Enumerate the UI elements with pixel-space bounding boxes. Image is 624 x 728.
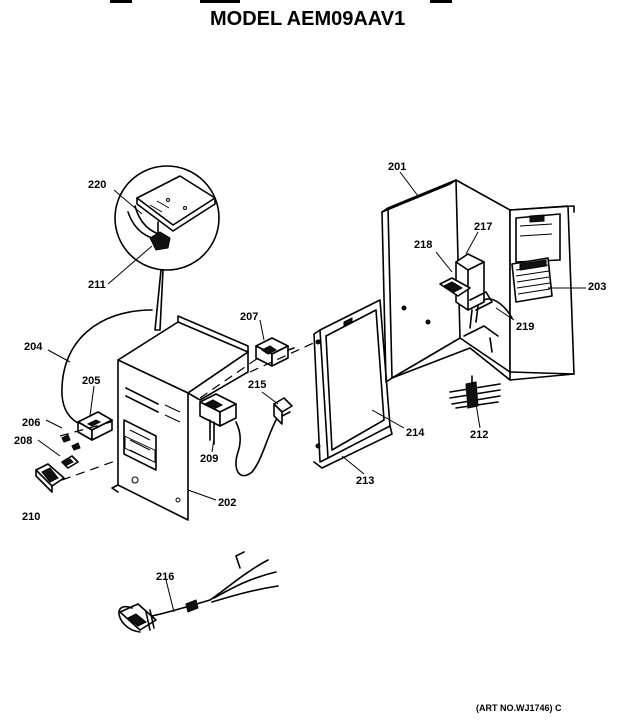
part-203-coil (511, 257, 553, 303)
label-213: 213 (356, 475, 374, 487)
label-202: 202 (218, 497, 236, 509)
assembly-line-panel (249, 339, 321, 373)
part-206-screws (61, 434, 81, 451)
part-210-switch-knob (35, 463, 65, 493)
part-202-control-box (111, 315, 249, 521)
label-211: 211 (88, 279, 106, 291)
label-207: 207 (240, 311, 258, 323)
part-204-tube (61, 309, 153, 426)
label-205: 205 (82, 375, 100, 387)
part-205-terminal-block (77, 411, 113, 441)
label-206: 206 (22, 417, 40, 429)
part-213-214-back-panel (313, 299, 393, 469)
part-209-component (199, 393, 237, 445)
part-219-bracket (483, 298, 513, 319)
assembly-line-switch (61, 459, 119, 481)
leader-lines (37, 171, 586, 613)
label-220: 220 (88, 179, 106, 191)
label-209: 209 (200, 453, 218, 465)
part-labels: 220 211 204 205 206 208 210 207 215 209 … (14, 161, 606, 583)
part-208-clip (61, 455, 79, 469)
label-218: 218 (414, 239, 432, 251)
part-217-218-compressor (439, 253, 493, 329)
cropped-header-fragments (110, 0, 452, 3)
assembly-line-left (59, 419, 119, 437)
label-214: 214 (406, 427, 425, 439)
model-title: MODEL AEM09AAV1 (210, 8, 405, 30)
part-216-power-cord (118, 551, 279, 633)
label-216: 216 (156, 571, 174, 583)
art-number: (ART NO.WJ1746) C (476, 703, 562, 713)
label-212: 212 (470, 429, 488, 441)
label-208: 208 (14, 435, 32, 447)
label-204: 204 (24, 341, 43, 353)
label-210: 210 (22, 511, 40, 523)
assembly-line-207 (199, 357, 259, 399)
label-201: 201 (388, 161, 406, 173)
label-219: 219 (516, 321, 534, 333)
part-212-wire-harness (449, 375, 501, 409)
label-217: 217 (474, 221, 492, 233)
label-203: 203 (588, 281, 606, 293)
detail-inset-circle (114, 165, 220, 331)
part-207-relay (255, 337, 295, 367)
label-215: 215 (248, 379, 266, 391)
part-215-thermostat (235, 397, 293, 477)
